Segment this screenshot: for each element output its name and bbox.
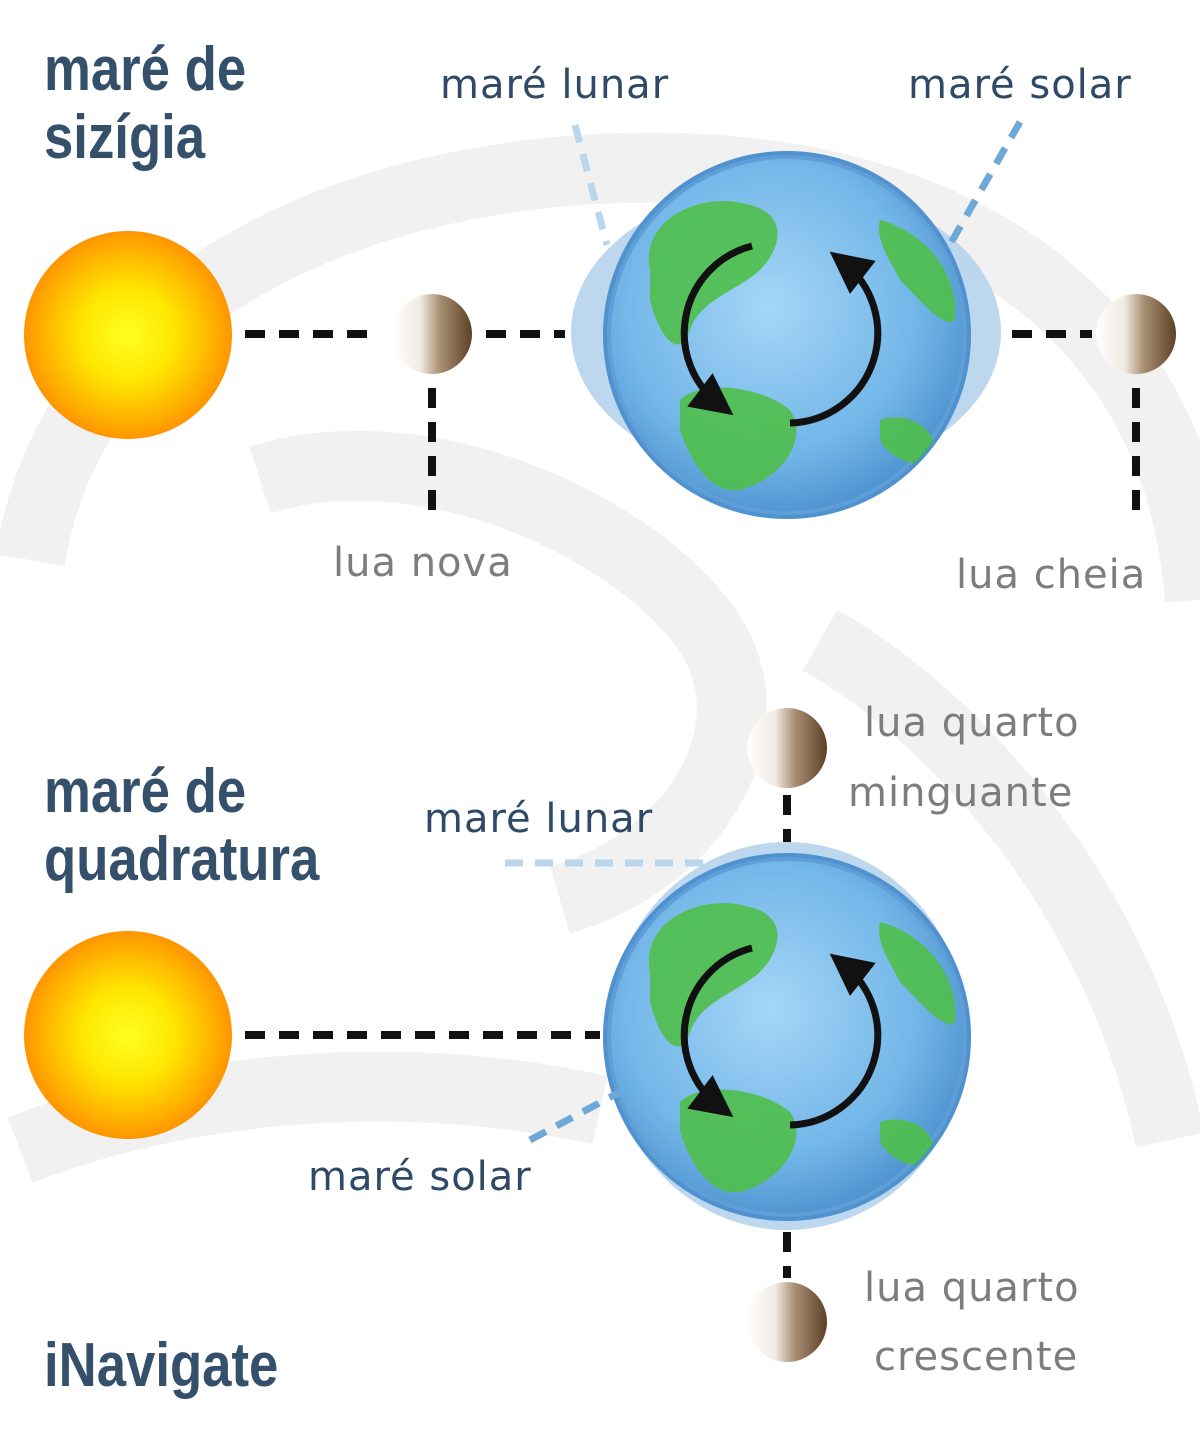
sizigia-title: maré de sizígia [44, 36, 246, 172]
waxing-moon-label-line1: lua quarto [864, 1265, 1080, 1311]
sizigia-title-line1: maré de [44, 35, 247, 104]
sizigia-solar-tide-label: maré solar [908, 62, 1132, 108]
rotation-arrow-icon [789, 251, 882, 427]
solar-tide-pointer [944, 120, 1024, 250]
brand-logo-text: iNavigate [44, 1331, 279, 1400]
quadratura-lunar-tide-label: maré lunar [424, 796, 654, 842]
rotation-arrow-icon [680, 944, 753, 1118]
quadratura-solar-tide-label: maré solar [308, 1154, 532, 1200]
solar-tide-pointer [528, 1088, 622, 1144]
quadratura-alignment-lines [245, 795, 791, 1278]
quadratura-title: maré de quadratura [44, 758, 319, 894]
earth-icon [571, 151, 1001, 519]
sun-icon [24, 931, 232, 1139]
moon-icon [747, 708, 827, 788]
new-moon-label: lua nova [333, 540, 513, 586]
sun-icon [24, 231, 232, 439]
moon-icon [747, 1282, 827, 1362]
lunar-tide-pointer [571, 124, 611, 246]
moon-icon [392, 294, 472, 374]
waning-moon-label-line2: minguante [848, 770, 1074, 816]
sizigia-alignment-lines [245, 330, 1140, 515]
sizigia-title-line2: sizígia [44, 103, 206, 172]
rotation-arrow-icon [789, 953, 882, 1129]
sizigia-section [24, 120, 1176, 519]
waning-moon-label-line1: lua quarto [864, 700, 1080, 746]
quadratura-section [24, 708, 971, 1362]
quadratura-title-line2: quadratura [44, 825, 320, 894]
waxing-moon-label-line2: crescente [874, 1334, 1079, 1380]
moon-icon [1096, 294, 1176, 374]
sizigia-lunar-tide-label: maré lunar [440, 62, 670, 108]
quadratura-title-line1: maré de [44, 757, 247, 826]
full-moon-label: lua cheia [956, 552, 1147, 598]
rotation-arrow-icon [680, 242, 753, 416]
earth-icon [603, 842, 971, 1230]
